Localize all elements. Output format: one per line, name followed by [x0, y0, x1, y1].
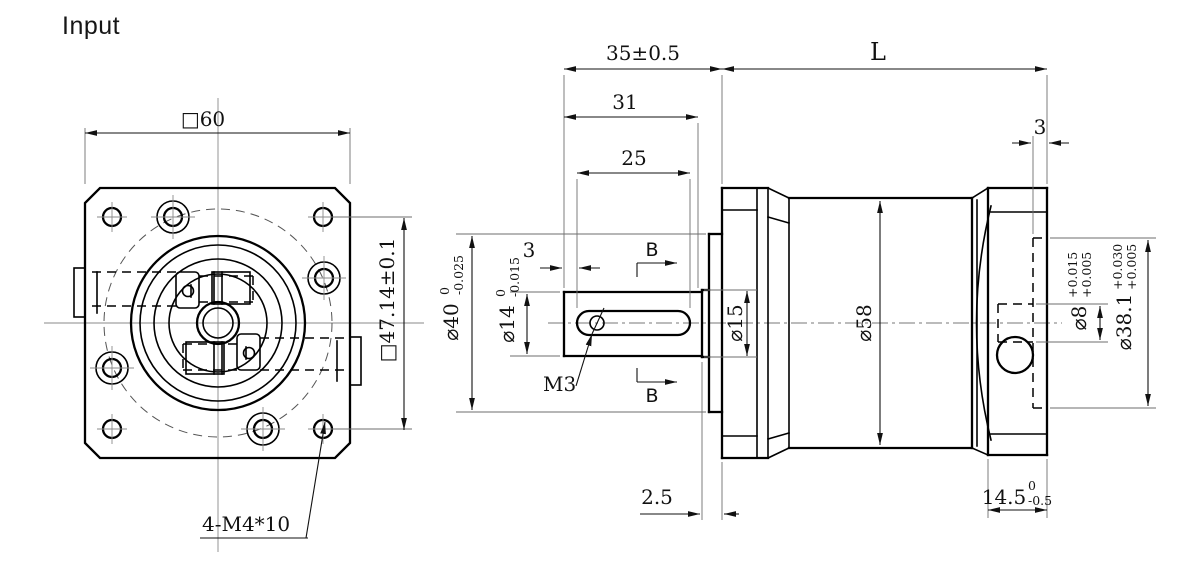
clamp-detail	[92, 271, 348, 375]
dim-dia-38-1: ⌀38.1 +0.030 +0.005	[1110, 240, 1151, 406]
dim-label-dia-38-1-tol-bot: +0.005	[1124, 244, 1139, 290]
dim-14-5: 14.5 0 -0.5	[982, 478, 1052, 513]
dim-label-dia-15: ⌀15	[723, 304, 747, 342]
m3-hole	[589, 315, 605, 331]
side-tabs	[73, 267, 362, 386]
section-marker-b-bottom: B	[636, 368, 677, 407]
callout-m4: 4-M4*10	[200, 421, 326, 539]
dim-label-dia-40-tol-bot: -0.025	[451, 255, 466, 295]
section-marker-b-top: B	[636, 239, 677, 277]
dim-35: 35±0.5	[564, 41, 722, 72]
gearbox-body	[787, 196, 978, 450]
dim-label-14-5-tol-bot: -0.5	[1028, 493, 1052, 508]
dim-dia-58: ⌀58	[852, 201, 883, 445]
dim-3-recess: 3	[1012, 115, 1069, 146]
dim-label-dia-40: ⌀40	[439, 303, 463, 341]
dim-31: 31	[564, 90, 698, 120]
rear-cap	[970, 186, 1049, 457]
dim-label-m3: M3	[543, 372, 576, 396]
side-view: 35±0.5 L 31 25 3	[437, 38, 1156, 520]
dim-label-14-5: 14.5	[982, 485, 1027, 509]
dim-label-3-keyway: 3	[523, 238, 536, 262]
dim-dia-8: ⌀8 +0.015 +0.005	[1065, 252, 1103, 340]
flange-section	[720, 186, 791, 460]
center-bores	[129, 234, 307, 412]
dim-label-square-60: □60	[181, 107, 225, 131]
counterbored-hole	[90, 346, 134, 390]
dim-25: 25	[577, 146, 690, 176]
dim-label-dia-38-1: ⌀38.1	[1112, 294, 1136, 351]
dim-label-dia-40-tol-top: 0	[437, 287, 452, 295]
section-label-b-top: B	[645, 239, 658, 261]
dim-2-5: 2.5	[640, 485, 739, 517]
dim-dia-15: ⌀15	[723, 291, 750, 356]
extension-lines	[456, 75, 1156, 520]
dim-label-dia-8-tol-top: +0.015	[1065, 252, 1080, 298]
counterbored-hole	[241, 407, 285, 451]
dim-label-dia-14: ⌀14	[495, 305, 519, 343]
dim-label-dia-8-tol-bot: +0.005	[1079, 252, 1094, 298]
dim-label-dia-8: ⌀8	[1067, 306, 1091, 331]
counterbored-hole	[151, 195, 195, 239]
dim-label-31: 31	[612, 90, 637, 114]
dim-label-dia-14-tol-bot: -0.015	[507, 257, 522, 297]
dim-label-3-recess: 3	[1034, 115, 1047, 139]
callout-m3: M3	[543, 307, 605, 396]
dim-label-L: L	[870, 38, 886, 66]
page-title: Input	[62, 12, 121, 40]
dim-label-35: 35±0.5	[606, 41, 680, 65]
dim-label-dia-14-tol-top: 0	[493, 289, 508, 297]
dim-label-14-5-tol-top: 0	[1028, 478, 1036, 493]
dim-dia-40: ⌀40 0 -0.025	[437, 236, 475, 410]
dim-label-bolt-spacing: □47.14±0.1	[375, 238, 399, 363]
dim-dia-14: ⌀14 0 -0.015	[493, 257, 530, 354]
dim-label-m4: 4-M4*10	[202, 512, 290, 536]
section-label-b-bottom: B	[645, 385, 658, 407]
dim-label-dia-58: ⌀58	[852, 304, 876, 342]
rear-hole	[995, 335, 1035, 375]
dim-square-60: □60	[84, 107, 351, 184]
dim-L: L	[722, 38, 1047, 72]
dim-label-2-5: 2.5	[641, 485, 673, 509]
front-view: □60 □47.14±0.1 4-M4*10	[44, 98, 424, 552]
counterbored-hole	[302, 256, 346, 300]
counterbored-holes	[90, 195, 346, 451]
bolt-circle	[103, 208, 333, 438]
keyway-slot	[575, 309, 692, 337]
dim-label-dia-38-1-tol-top: +0.030	[1110, 244, 1125, 290]
input-shaft	[562, 290, 704, 358]
dim-3-keyway: 3	[523, 238, 600, 271]
dim-label-25: 25	[621, 146, 646, 170]
dim-bolt-spacing: □47.14±0.1	[332, 216, 412, 430]
